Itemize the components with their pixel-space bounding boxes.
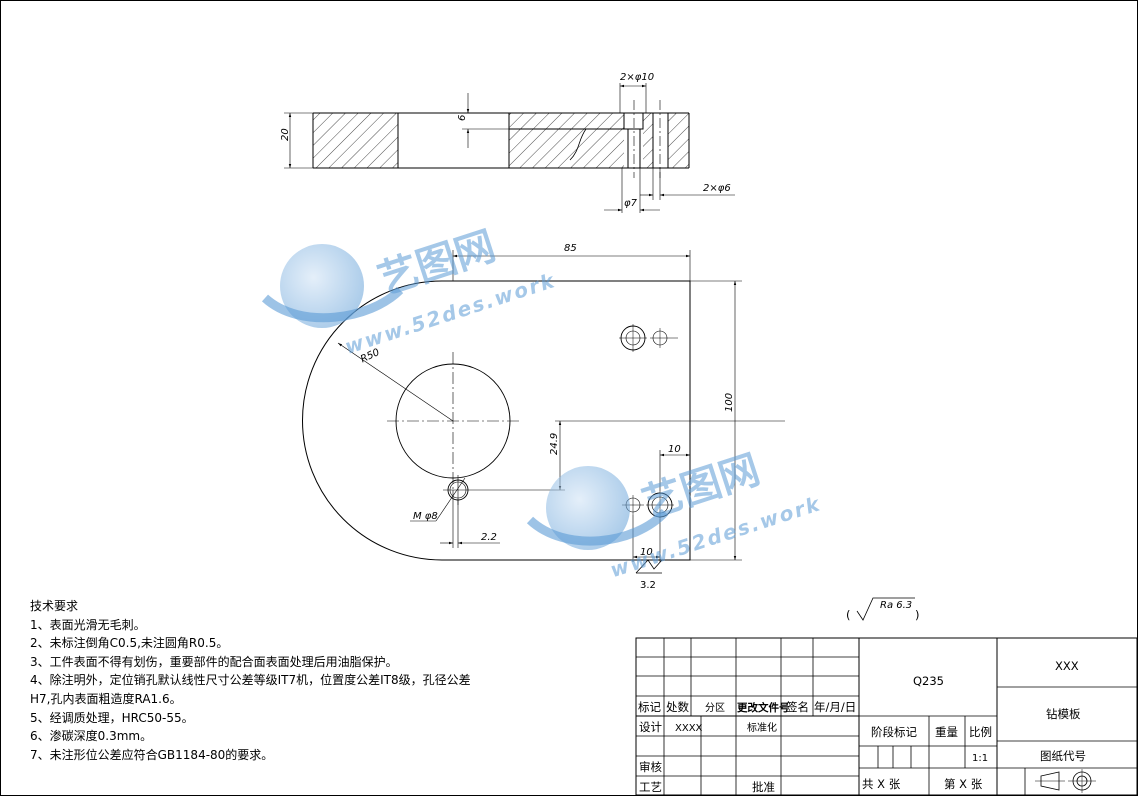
- tech-req-item: 7、未注形位公差应符合GB1184-80的要求。: [30, 747, 274, 762]
- tb-drawing-code-label: 图纸代号: [1040, 749, 1086, 763]
- section-hatch-web: [643, 113, 653, 168]
- tb-review: 审核: [639, 760, 662, 774]
- tb-scale: 比例: [969, 725, 992, 739]
- tb-scale-value: 1:1: [972, 753, 988, 764]
- tb-sheets-total: 共 X 张: [862, 777, 901, 791]
- roughness-note-value: Ra 6.3: [880, 600, 912, 611]
- tb-part-name: 钻模板: [1046, 707, 1081, 721]
- dim-offset-h-top: 10: [668, 444, 681, 455]
- tb-process: 工艺: [639, 780, 662, 794]
- plan-view: [302, 250, 785, 574]
- dim-width: 85: [564, 243, 577, 254]
- tb-count: 处数: [666, 700, 689, 714]
- watermark-bottom: 艺图网 www.52des.work: [526, 447, 824, 582]
- dim-dia-bottom: φ7: [624, 198, 638, 209]
- tech-req-item: H7,孔内表面粗造度RA1.6。: [30, 691, 182, 706]
- section-hatch-right: [668, 113, 689, 168]
- roughness-value: 3.2: [640, 580, 656, 591]
- dim-offset-v: 24.9: [549, 433, 560, 455]
- watermark-top: 艺图网 www.52des.work: [261, 223, 559, 359]
- technical-requirements: 技术要求 1、表面光滑无毛刺。 2、未标注倒角C0.5,未注圆角R0.5。 3、…: [30, 597, 590, 764]
- tech-req-item: 2、未标注倒角C0.5,未注圆角R0.5。: [30, 636, 229, 651]
- section-view: [284, 83, 735, 213]
- tech-req-item: 4、除注明外，定位销孔默认线性尺寸公差等级IT7机，位置度公差IT8级，孔径公差: [30, 673, 471, 688]
- dim-thickness: 20: [280, 128, 291, 141]
- title-block: [635, 637, 1138, 796]
- dim-holes-top: 2×φ10: [620, 72, 654, 83]
- dim-height: 100: [724, 393, 735, 412]
- dim-depth: 6: [457, 115, 468, 121]
- tech-req-item: 5、经调质处理，HRC50-55。: [30, 710, 194, 725]
- dim-holes-right: 2×φ6: [703, 183, 731, 194]
- tech-req-item: 1、表面光滑无毛刺。: [30, 617, 146, 632]
- dim-offset-h-bottom: 10: [640, 547, 653, 558]
- tb-stage-mark: 阶段标记: [871, 725, 917, 739]
- tb-material: Q235: [913, 674, 944, 688]
- tb-company: XXX: [1055, 659, 1079, 673]
- tb-design: 设计: [639, 720, 662, 734]
- tb-standardize: 标准化: [747, 721, 777, 734]
- tb-sign: 签名: [786, 700, 809, 714]
- svg-text:(: (: [846, 608, 851, 622]
- dim-pin-offset: 2.2: [481, 532, 497, 543]
- tech-req-item: 6、渗碳深度0.3mm。: [30, 729, 153, 744]
- dim-thread: M φ8: [413, 511, 438, 522]
- tb-weight: 重量: [935, 725, 958, 739]
- tb-design-value: XXXX: [675, 723, 703, 734]
- general-roughness-note: ( Ra 6.3 ): [846, 597, 920, 622]
- tb-date: 年/月/日: [814, 700, 856, 714]
- tb-mark: 标记: [638, 700, 661, 714]
- tb-approve: 批准: [752, 780, 775, 794]
- tb-zone: 分区: [705, 702, 725, 714]
- tb-change-doc: 更改文件号: [737, 701, 790, 714]
- tb-sheet-no: 第 X 张: [944, 777, 983, 791]
- section-hatch-middle: [509, 113, 624, 168]
- tech-req-title: 技术要求: [30, 599, 79, 613]
- tech-req-item: 3、工件表面不得有划伤，重要部件的配合面表面处理后用油脂保护。: [30, 654, 398, 669]
- section-hatch-left: [313, 113, 398, 168]
- svg-text:): ): [915, 608, 920, 622]
